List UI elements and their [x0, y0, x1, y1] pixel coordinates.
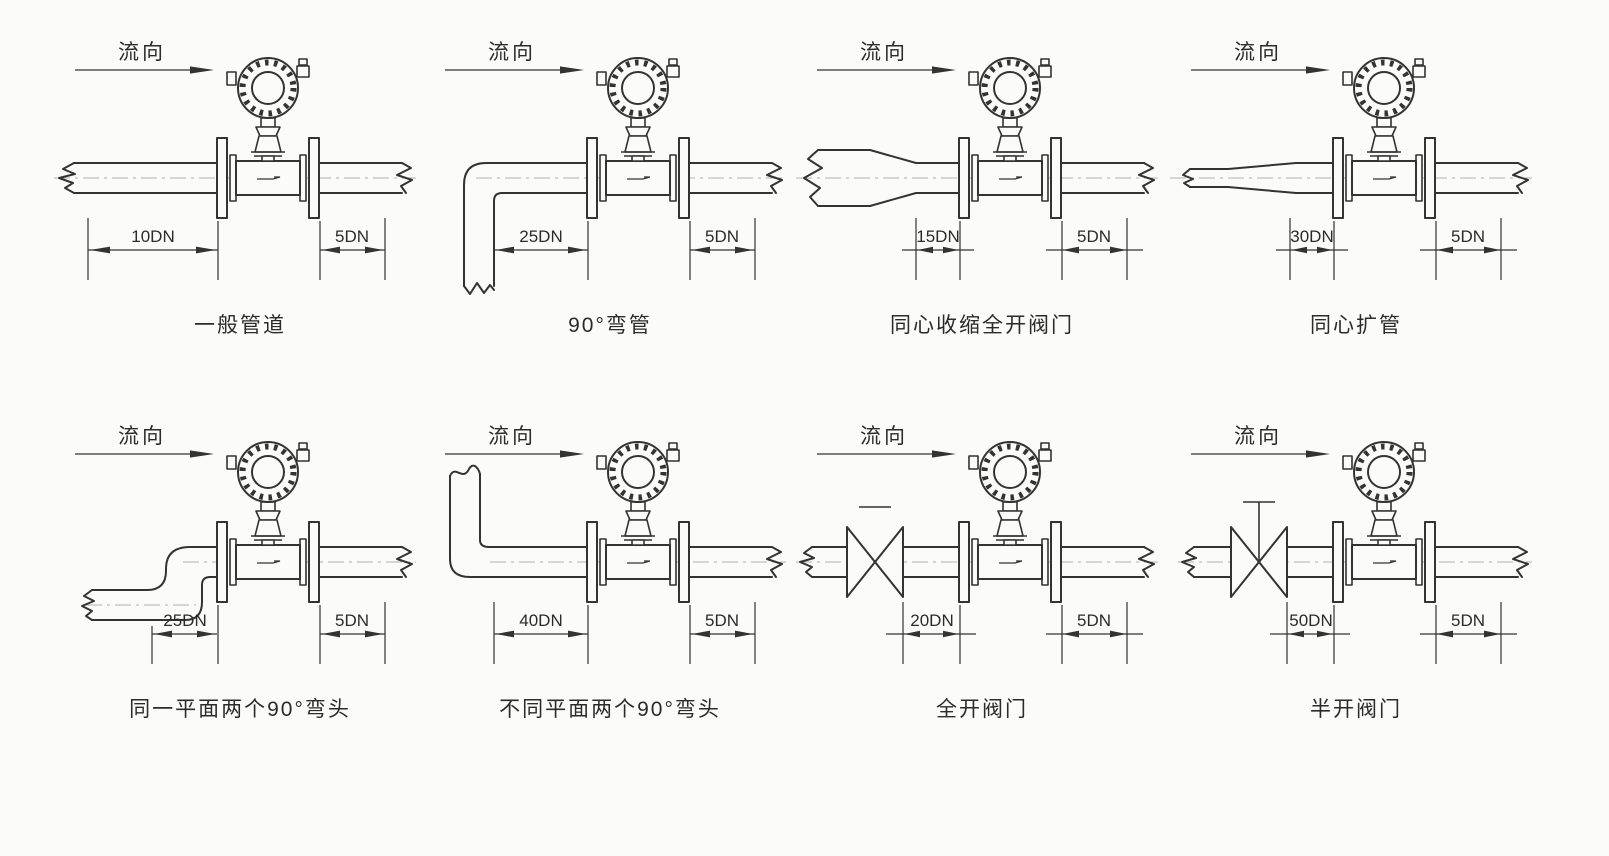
flow-direction-label: 流向: [118, 41, 166, 64]
downstream-dimension: 5DN: [1046, 602, 1143, 664]
flow-meter-icon: [1333, 58, 1435, 218]
downstream-length-label: 5DN: [1077, 611, 1111, 630]
caption: 同一平面两个90°弯头: [129, 698, 351, 721]
caption: 同心扩管: [1310, 314, 1402, 337]
panel-concentric-expander: 流向 30DN: [1156, 28, 1546, 348]
flow-direction-label: 流向: [488, 41, 536, 64]
upstream-dimension: 40DN: [493, 602, 589, 664]
panel-general-pipe: 流向 10DN: [40, 28, 430, 348]
flow-direction-label: 流向: [488, 425, 536, 448]
upstream-dimension: 50DN: [1270, 602, 1350, 664]
diagram-fully-open-valve: 流向 20DN: [796, 425, 1158, 721]
panel-two-elbows-same-plane: 流向 25DN: [40, 412, 430, 732]
upstream-length-label: 25DN: [163, 611, 206, 630]
flow-direction-arrow: 流向: [817, 41, 956, 74]
valve-icon: [1230, 501, 1288, 598]
flow-direction-label: 流向: [1234, 425, 1282, 448]
panel-90-bend: 流向 25DN: [410, 28, 800, 348]
flow-meter-icon: [959, 442, 1061, 602]
diagram-90-bend: 流向 25DN: [445, 41, 786, 337]
downstream-dimension: 5DN: [689, 602, 756, 664]
upstream-length-label: 20DN: [910, 611, 953, 630]
flow-direction-arrow: 流向: [1191, 425, 1330, 458]
panel-half-open-valve: 流向 50DN: [1156, 412, 1546, 732]
upstream-length-label: 10DN: [131, 227, 174, 246]
caption: 全开阀门: [936, 698, 1028, 721]
upstream-length-label: 30DN: [1290, 227, 1333, 246]
flow-direction-label: 流向: [860, 425, 908, 448]
flow-direction-arrow: 流向: [1191, 41, 1330, 74]
upstream-dimension: 20DN: [886, 602, 976, 664]
caption: 90°弯管: [568, 314, 652, 337]
upstream-dimension: 15DN: [902, 218, 974, 280]
flow-meter-icon: [1333, 442, 1435, 602]
upstream-dimension: 25DN: [493, 218, 589, 280]
flow-meter-icon: [959, 58, 1061, 218]
upstream-dimension: 25DN: [151, 605, 219, 664]
panel-concentric-reducer: 流向 15DN: [782, 28, 1172, 348]
flow-direction-arrow: 流向: [817, 425, 956, 458]
downstream-dimension: 5DN: [1420, 602, 1517, 664]
caption: 不同平面两个90°弯头: [499, 698, 721, 721]
downstream-dimension: 5DN: [1046, 218, 1143, 280]
downstream-dimension: 5DN: [319, 602, 386, 664]
flow-direction-arrow: 流向: [75, 41, 214, 74]
valve-icon: [846, 506, 904, 598]
flow-direction-label: 流向: [118, 425, 166, 448]
caption: 一般管道: [194, 314, 286, 337]
flow-direction-arrow: 流向: [445, 425, 584, 458]
downstream-dimension: 5DN: [319, 218, 386, 280]
downstream-dimension: 5DN: [1420, 218, 1517, 280]
downstream-length-label: 5DN: [335, 611, 369, 630]
upstream-dimension: 10DN: [87, 218, 219, 280]
diagram-concentric-expander: 流向 30DN: [1170, 41, 1532, 337]
diagram-general-pipe: 流向 10DN: [54, 41, 416, 337]
diagram-two-elbows-same-plane: 流向 25DN: [75, 425, 416, 721]
downstream-length-label: 5DN: [1451, 227, 1485, 246]
downstream-length-label: 5DN: [1451, 611, 1485, 630]
caption: 同心收缩全开阀门: [890, 314, 1074, 337]
flow-meter-icon: [217, 58, 319, 218]
flow-direction-arrow: 流向: [75, 425, 214, 458]
downstream-length-label: 5DN: [705, 227, 739, 246]
upstream-length-label: 50DN: [1289, 611, 1332, 630]
upstream-length-label: 25DN: [519, 227, 562, 246]
diagram-concentric-reducer: 流向 15DN: [796, 41, 1158, 337]
pipe: [54, 162, 416, 194]
downstream-length-label: 5DN: [705, 611, 739, 630]
flow-meter-icon: [587, 58, 689, 218]
panel-two-elbows-different-planes: 流向 40DN: [410, 412, 800, 732]
downstream-dimension: 5DN: [689, 218, 756, 280]
downstream-length-label: 5DN: [1077, 227, 1111, 246]
flow-meter-icon: [587, 442, 689, 602]
downstream-length-label: 5DN: [335, 227, 369, 246]
flow-direction-arrow: 流向: [445, 41, 584, 74]
panel-fully-open-valve: 流向 20DN: [782, 412, 1172, 732]
flow-meter-icon: [217, 442, 319, 602]
diagram-half-open-valve: 流向 50DN: [1178, 425, 1532, 721]
upstream-length-label: 40DN: [519, 611, 562, 630]
upstream-dimension: 30DN: [1276, 218, 1348, 280]
diagram-two-elbows-different-planes: 流向 40DN: [445, 425, 786, 721]
flow-direction-label: 流向: [1234, 41, 1282, 64]
caption: 半开阀门: [1310, 698, 1402, 721]
upstream-length-label: 15DN: [916, 227, 959, 246]
flow-direction-label: 流向: [860, 41, 908, 64]
